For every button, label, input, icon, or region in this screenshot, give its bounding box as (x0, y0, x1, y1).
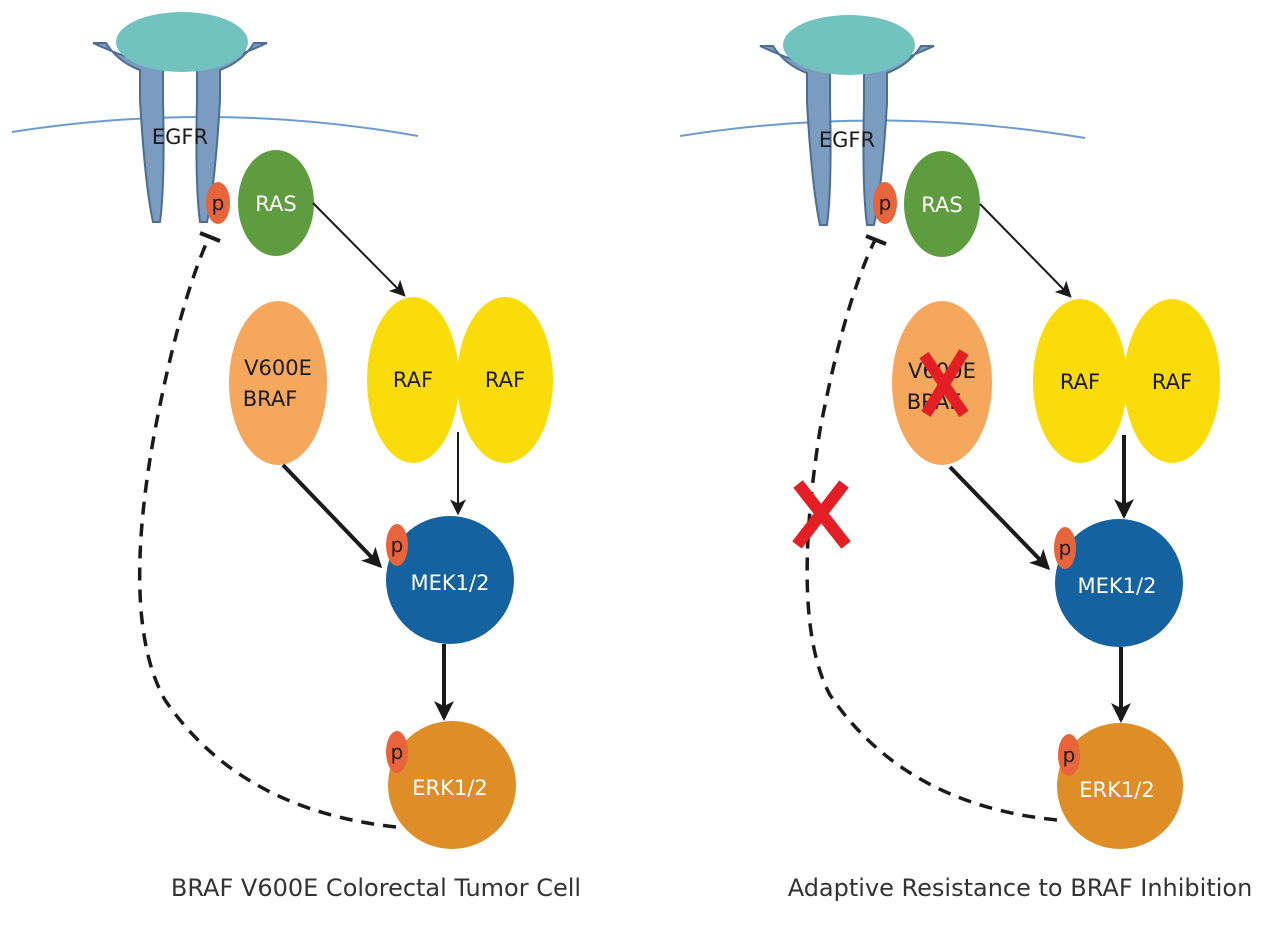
braf-to-mek-arrow (948, 465, 1051, 571)
braf-label-line2: BRAF (243, 387, 298, 411)
ras-to-raf-arrow (979, 203, 1072, 298)
braf-inhibition-x-icon (919, 349, 969, 418)
egfr-phospho-label: p (879, 191, 892, 215)
erk-node (1057, 723, 1183, 849)
mek-phospho-label: p (1059, 536, 1072, 560)
raf-a-label: RAF (393, 368, 433, 392)
raf-node-b (457, 297, 553, 463)
erk-label: ERK1/2 (1079, 778, 1154, 802)
negative-feedback-line (805, 237, 1058, 822)
egfr-phospho-badge (206, 182, 230, 224)
negative-feedback-line (137, 234, 397, 829)
mek-node (1055, 519, 1183, 647)
erk-node (388, 721, 516, 849)
egfr-phospho-badge (873, 182, 897, 224)
erk-phospho-badge (1058, 734, 1080, 776)
raf-b-label: RAF (1152, 370, 1192, 394)
ras-node (238, 150, 314, 256)
mek-label: MEK1/2 (411, 571, 490, 595)
feedback-inhibition-bar (865, 234, 887, 246)
braf-v600e-node (229, 301, 327, 465)
egfr-label: EGFR (819, 128, 875, 152)
egfr-phospho-label: p (212, 191, 225, 215)
erk-phospho-label: p (391, 740, 404, 764)
braf-to-mek-arrow (281, 463, 383, 569)
braf-label-line1: V600E (244, 356, 312, 380)
erk-phospho-badge (386, 731, 408, 773)
raf-b-label: RAF (485, 368, 525, 392)
ras-label: RAS (921, 193, 962, 217)
egf-ligand (116, 12, 248, 72)
right-caption: Adaptive Resistance to BRAF Inhibition (788, 874, 1253, 902)
panel-left: EGFR p RAS V600E BRAF RAF RAF MEK1/2 p E… (11, 12, 581, 902)
raf-node-a (367, 297, 459, 463)
feedback-inhibition-bar (199, 231, 221, 243)
erk-phospho-label: p (1063, 743, 1076, 767)
feedback-loss-x-icon (792, 480, 851, 549)
mek-phospho-label: p (391, 533, 404, 557)
erk-label: ERK1/2 (412, 776, 487, 800)
ras-label: RAS (255, 192, 296, 216)
panel-right: EGFR p RAS V600E BRAF RAF RAF MEK1/2 p E… (679, 15, 1253, 902)
egf-ligand (783, 15, 915, 75)
mek-label: MEK1/2 (1078, 574, 1157, 598)
raf-node-b (1124, 299, 1220, 463)
raf-node-a (1033, 299, 1127, 463)
ras-node (904, 151, 980, 257)
raf-a-label: RAF (1060, 370, 1100, 394)
egfr-label: EGFR (152, 125, 208, 149)
mek-phospho-badge (1054, 527, 1076, 569)
mek-node (386, 516, 514, 644)
ras-to-raf-arrow (312, 202, 406, 297)
left-caption: BRAF V600E Colorectal Tumor Cell (171, 874, 581, 902)
mek-phospho-badge (386, 524, 408, 566)
